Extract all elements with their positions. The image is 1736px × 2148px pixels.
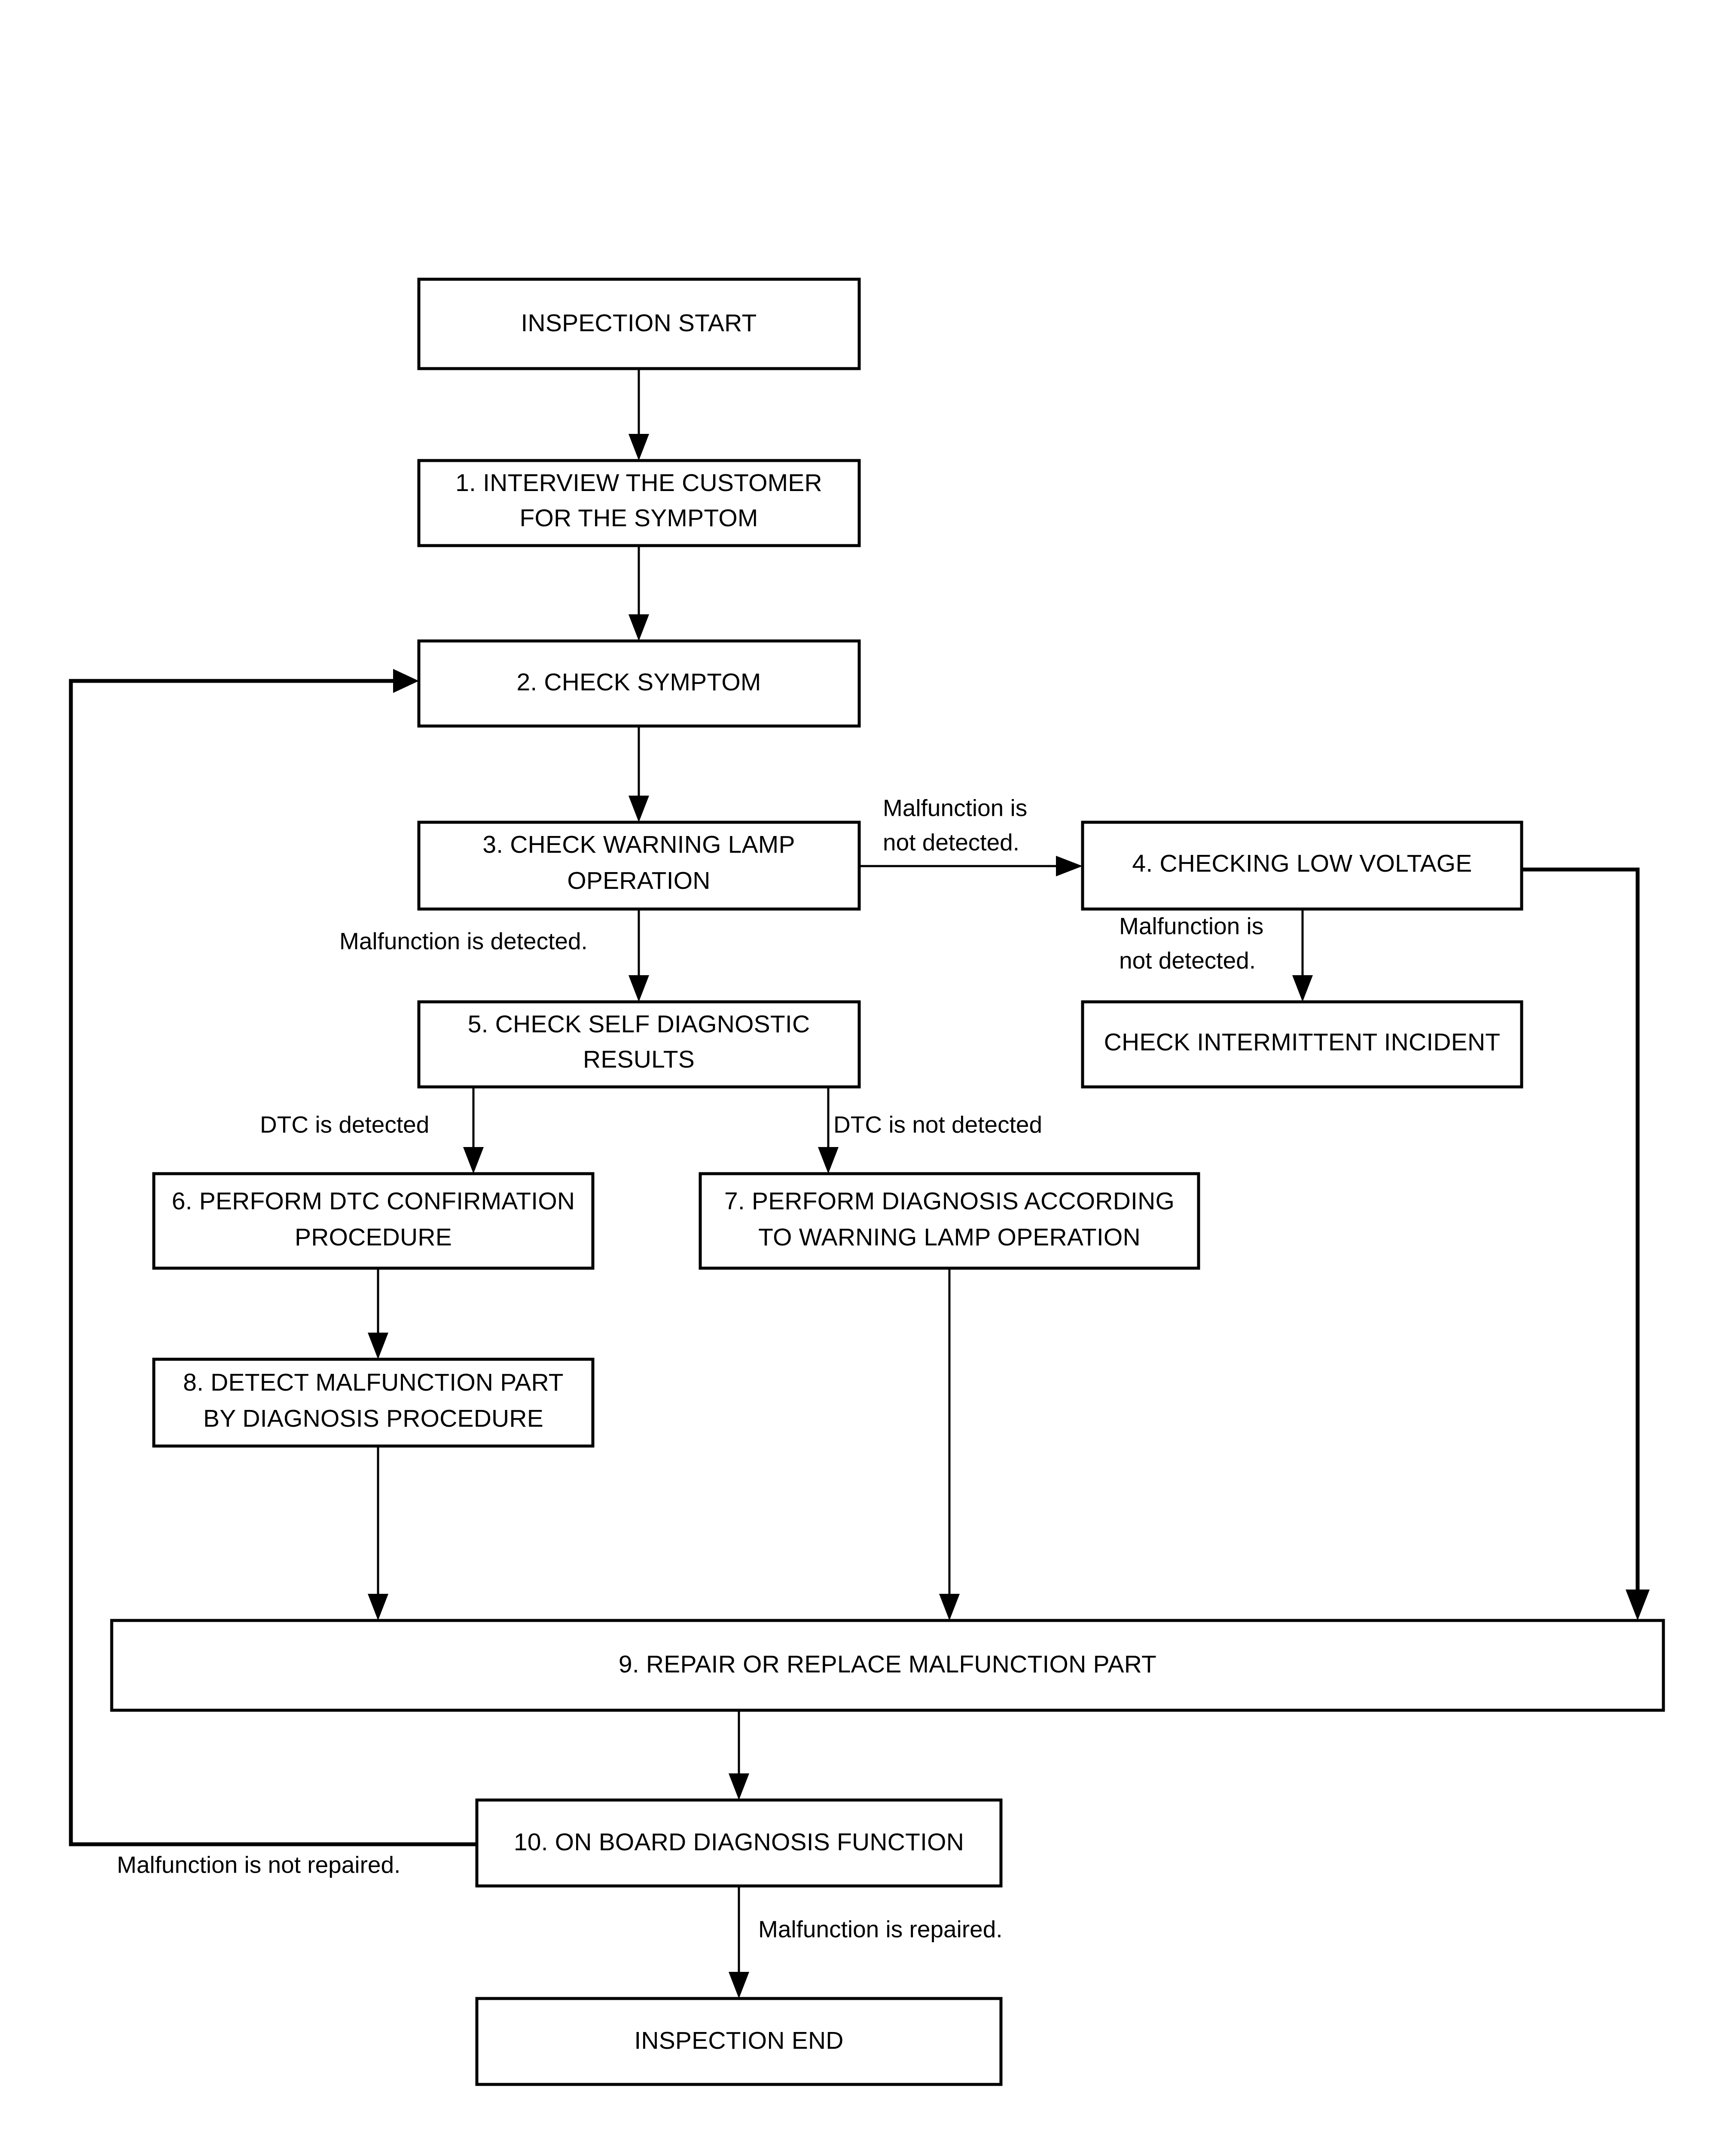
node-step4-checking-low-voltage[interactable]: 4. CHECKING LOW VOLTAGE (1081, 821, 1523, 911)
edge-step3-to-step4 (859, 856, 1083, 876)
edge-start-to-step1 (628, 369, 649, 461)
node-step7-perform-diagnosis[interactable]: 7. PERFORM DIAGNOSIS ACCORDING TO WARNIN… (699, 1172, 1200, 1270)
node-label-intermittent: CHECK INTERMITTENT INCIDENT (1104, 1028, 1501, 1056)
node-label-step9: 9. REPAIR OR REPLACE MALFUNCTION PART (619, 1651, 1156, 1678)
edge-label-dtc-detected: DTC is detected (260, 1111, 429, 1138)
edge-step2-to-step3 (628, 726, 649, 822)
node-label-step2: 2. CHECK SYMPTOM (516, 668, 761, 696)
node-label-step3-line2: OPERATION (567, 867, 710, 894)
edge-label-step3-not-detected: Malfunction is not detected. (883, 795, 1027, 856)
node-check-intermittent-incident[interactable]: CHECK INTERMITTENT INCIDENT (1081, 1000, 1523, 1089)
edge-label-step3-not-detected-line2: not detected. (883, 829, 1019, 856)
node-label-step10: 10. ON BOARD DIAGNOSIS FUNCTION (514, 1828, 964, 1856)
edge-label-dtc-not-detected: DTC is not detected (833, 1111, 1042, 1138)
node-step10-on-board-diagnosis[interactable]: 10. ON BOARD DIAGNOSIS FUNCTION (475, 1798, 1003, 1888)
edge-step4-to-intermittent (1292, 909, 1313, 1002)
node-step1-interview-customer[interactable]: 1. INTERVIEW THE CUSTOMER FOR THE SYMPTO… (417, 459, 861, 547)
edge-step3-to-step5 (628, 909, 649, 1002)
node-step9-repair-or-replace[interactable]: 9. REPAIR OR REPLACE MALFUNCTION PART (110, 1619, 1665, 1712)
node-label-step7-line1: 7. PERFORM DIAGNOSIS ACCORDING (724, 1187, 1175, 1215)
edge-step4-to-step9 (1522, 867, 1650, 1620)
node-label-step7-line2: TO WARNING LAMP OPERATION (758, 1224, 1141, 1251)
node-label-step1-line2: FOR THE SYMPTOM (519, 504, 758, 532)
edge-step10-feedback-to-step2 (69, 669, 477, 1846)
node-step2-check-symptom[interactable]: 2. CHECK SYMPTOM (417, 639, 861, 728)
edge-step6-to-step8 (368, 1268, 388, 1359)
node-label-step5-line1: 5. CHECK SELF DIAGNOSTIC (468, 1010, 810, 1038)
node-label-step3-line1: 3. CHECK WARNING LAMP (482, 831, 795, 858)
edge-label-step4-not-detected: Malfunction is not detected. (1119, 913, 1263, 974)
edge-label-step4-not-detected-line1: Malfunction is (1119, 913, 1263, 940)
node-step5-check-self-diagnostic[interactable]: 5. CHECK SELF DIAGNOSTIC RESULTS (417, 1000, 861, 1089)
node-inspection-end[interactable]: INSPECTION END (475, 1997, 1003, 2086)
edge-label-malfunction-repaired: Malfunction is repaired. (758, 1916, 1003, 1943)
edge-label-malfunction-not-repaired: Malfunction is not repaired. (117, 1852, 400, 1878)
edge-label-step4-not-detected-line2: not detected. (1119, 947, 1256, 974)
node-label-step4: 4. CHECKING LOW VOLTAGE (1132, 850, 1472, 877)
edge-step7-to-step9 (939, 1268, 960, 1620)
node-label-step8-line2: BY DIAGNOSIS PROCEDURE (203, 1405, 543, 1432)
node-label-step6-line2: PROCEDURE (295, 1224, 452, 1251)
node-inspection-start[interactable]: INSPECTION START (417, 278, 861, 370)
node-step6-perform-dtc-confirmation[interactable]: 6. PERFORM DTC CONFIRMATION PROCEDURE (152, 1172, 595, 1270)
node-label-inspection-start: INSPECTION START (521, 309, 757, 337)
edge-step10-to-end (729, 1886, 749, 1998)
edge-label-malfunction-detected: Malfunction is detected. (339, 928, 588, 955)
node-step3-check-warning-lamp[interactable]: 3. CHECK WARNING LAMP OPERATION (417, 821, 861, 911)
edge-label-step3-not-detected-line1: Malfunction is (883, 795, 1027, 821)
node-label-inspection-end: INSPECTION END (634, 2027, 843, 2054)
node-label-step5-line2: RESULTS (583, 1046, 695, 1073)
node-label-step1-line1: 1. INTERVIEW THE CUSTOMER (455, 469, 822, 497)
edge-step1-to-step2 (628, 546, 649, 641)
edge-step8-to-step9 (368, 1446, 388, 1620)
node-label-step8-line1: 8. DETECT MALFUNCTION PART (183, 1369, 564, 1396)
edge-step9-to-step10 (729, 1710, 749, 1800)
node-step8-detect-malfunction-part[interactable]: 8. DETECT MALFUNCTION PART BY DIAGNOSIS … (152, 1358, 595, 1448)
node-label-step6-line1: 6. PERFORM DTC CONFIRMATION (172, 1187, 575, 1215)
